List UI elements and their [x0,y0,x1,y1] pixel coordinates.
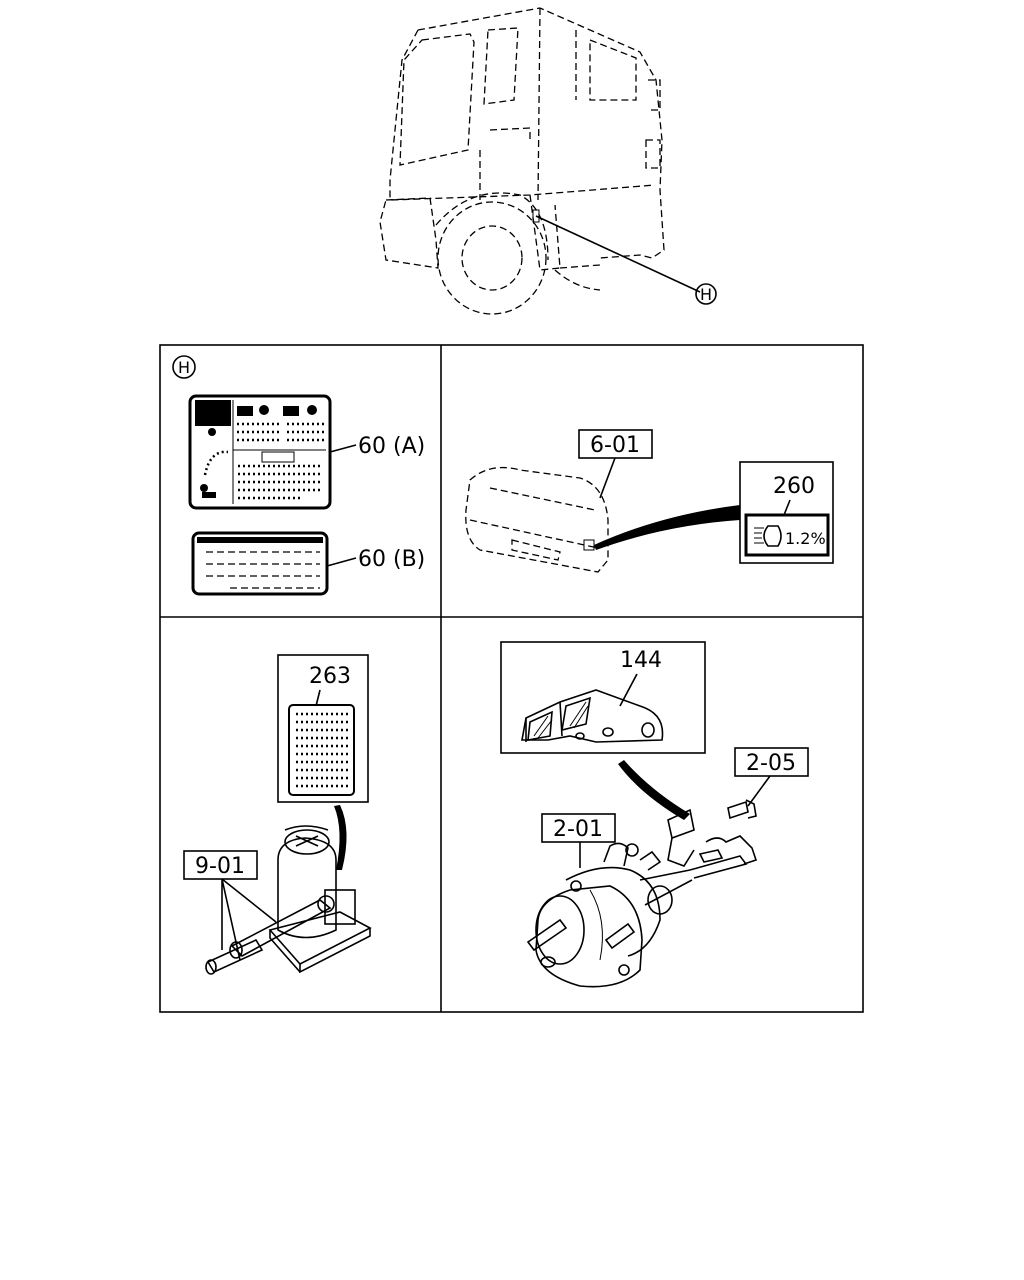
headlamp-icon [754,525,782,547]
h-marker-label: H [700,285,712,304]
label-60b-drawing [191,531,357,596]
label-6-01: 6-01 [590,433,640,458]
label-60a-drawing [188,394,357,510]
label-263: 263 [309,664,351,689]
label-2-05: 2-05 [746,751,796,776]
label-2-01: 2-01 [553,817,603,842]
label-60b: 60 (B) [358,547,425,572]
panel-booster: 144 2-05 2-01 [500,641,809,988]
label-9-01: 9-01 [195,854,245,879]
panel-grid [159,344,864,1013]
panel-jack-263: 263 9-01 [183,654,372,975]
panel-h-marker: H [178,358,190,377]
panel-bumper-260: 6-01 260 1.2% [465,429,834,573]
label-144: 144 [620,648,662,673]
headlamp-percentage: 1.2% [785,529,826,548]
panel-labels-h: H 60 (A) 60 (B) [172,355,425,596]
h-marker-callout: H [695,283,717,305]
label-60a: 60 (A) [358,434,425,459]
truck-cab-illustration [379,7,701,315]
label-260: 260 [773,474,815,499]
